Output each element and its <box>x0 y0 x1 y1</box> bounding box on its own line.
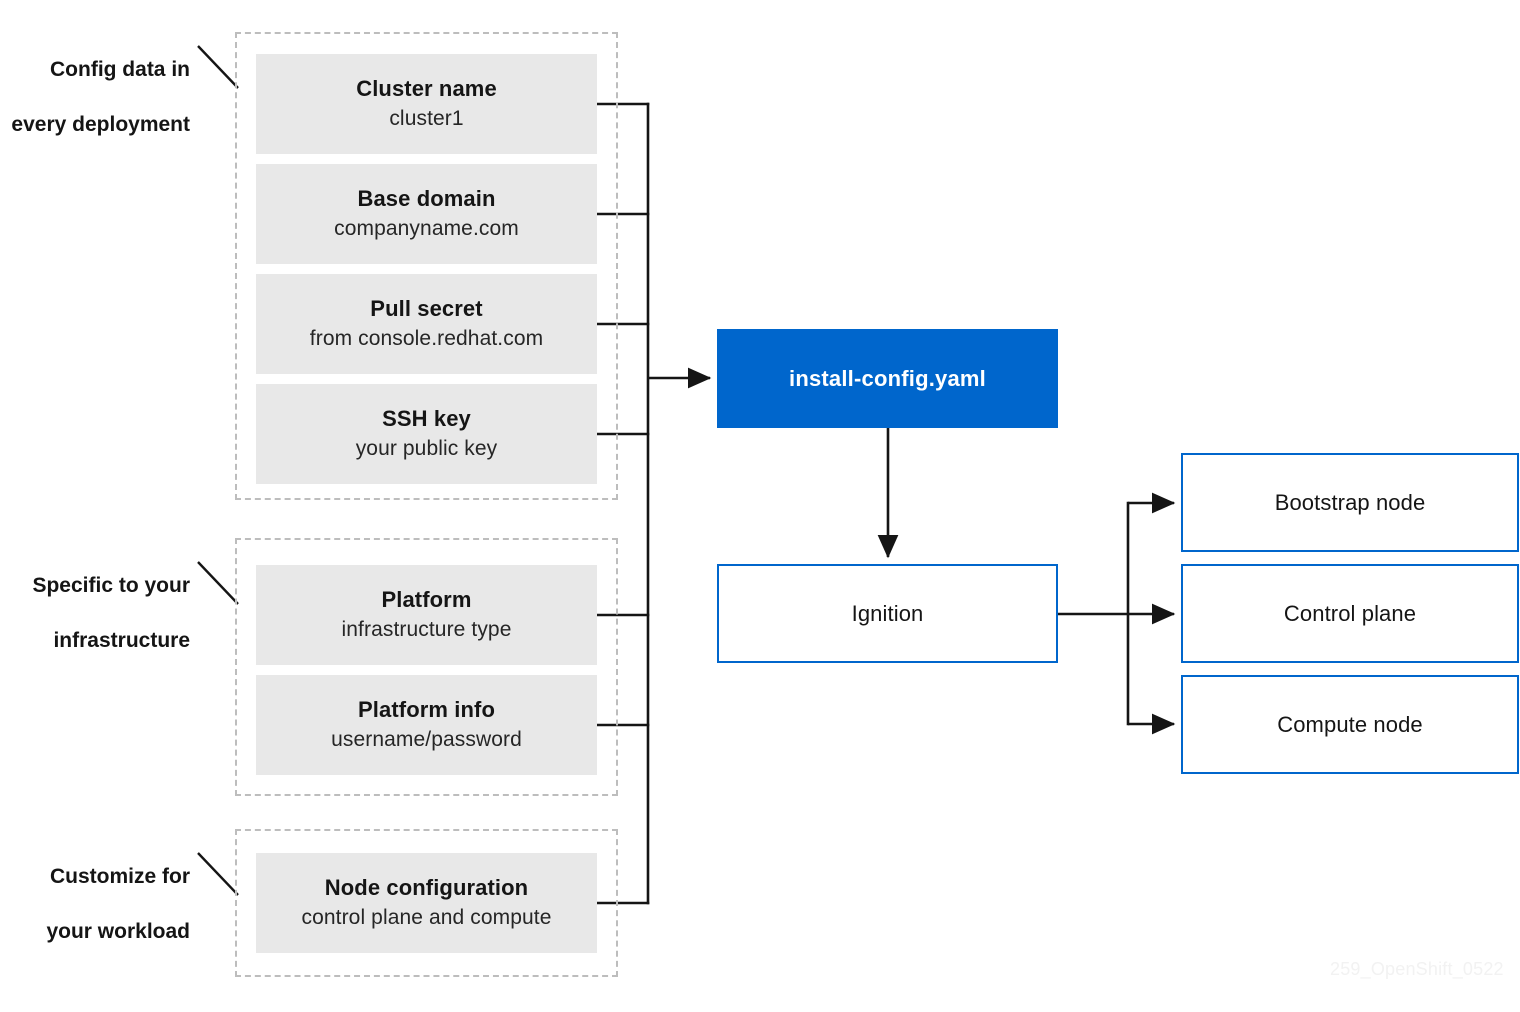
node-control-plane[interactable]: Control plane <box>1181 564 1519 663</box>
annotation-leader-lines <box>197 45 239 896</box>
group-box-config-data <box>235 32 618 500</box>
card-cluster-name-title: Cluster name <box>356 75 497 101</box>
leader-line-config-data <box>197 45 239 89</box>
annotation-infrastructure-line2: infrastructure <box>53 629 190 653</box>
annotation-config-data: Config data in every deployment <box>0 28 190 167</box>
annotation-config-data-line1: Config data in <box>50 57 190 81</box>
annotation-workload: Customize for your workload <box>0 835 190 974</box>
card-ssh-key-value: your public key <box>355 437 498 461</box>
leader-line-workload <box>197 852 239 896</box>
group-box-infrastructure <box>235 538 618 796</box>
card-node-configuration-title: Node configuration <box>324 874 529 900</box>
node-control-plane-label: Control plane <box>1283 600 1417 626</box>
group-box-workload <box>235 829 618 977</box>
node-bootstrap-node[interactable]: Bootstrap node <box>1181 453 1519 552</box>
card-cluster-name[interactable]: Cluster name cluster1 <box>256 54 597 154</box>
card-platform-info-title: Platform info <box>358 696 495 722</box>
annotation-workload-line2: your workload <box>46 920 190 944</box>
watermark-label: 259_OpenShift_0522 <box>1330 959 1504 979</box>
card-node-configuration[interactable]: Node configuration control plane and com… <box>256 853 597 953</box>
card-base-domain-value: companyname.com <box>334 217 519 241</box>
card-cluster-name-value: cluster1 <box>389 107 464 131</box>
annotation-workload-line1: Customize for <box>49 864 190 888</box>
leader-line-infrastructure <box>197 561 239 605</box>
node-compute-node-label: Compute node <box>1277 711 1423 737</box>
card-platform-value: infrastructure type <box>341 618 512 642</box>
card-platform-info[interactable]: Platform info username/password <box>256 675 597 775</box>
node-ignition[interactable]: Ignition <box>717 564 1058 663</box>
card-base-domain-title: Base domain <box>357 185 496 211</box>
card-platform-info-value: username/password <box>331 728 522 752</box>
card-ssh-key[interactable]: SSH key your public key <box>256 384 597 484</box>
annotation-infrastructure: Specific to your infrastructure <box>0 544 190 683</box>
annotation-config-data-line2: every deployment <box>11 113 190 137</box>
node-compute-node[interactable]: Compute node <box>1181 675 1519 774</box>
card-platform-title: Platform <box>381 586 472 612</box>
card-base-domain[interactable]: Base domain companyname.com <box>256 164 597 264</box>
card-ssh-key-title: SSH key <box>382 405 471 431</box>
card-pull-secret-value: from console.redhat.com <box>309 327 544 351</box>
card-node-configuration-value: control plane and compute <box>301 906 552 930</box>
card-pull-secret[interactable]: Pull secret from console.redhat.com <box>256 274 597 374</box>
ignition-fanout <box>1056 501 1130 726</box>
card-platform[interactable]: Platform infrastructure type <box>256 565 597 665</box>
node-ignition-label: Ignition <box>851 600 924 626</box>
node-bootstrap-node-label: Bootstrap node <box>1274 489 1426 515</box>
node-install-config-yaml-label: install-config.yaml <box>789 365 986 391</box>
annotation-infrastructure-line1: Specific to your <box>32 573 190 597</box>
card-pull-secret-title: Pull secret <box>370 295 483 321</box>
node-install-config-yaml[interactable]: install-config.yaml <box>717 329 1058 428</box>
